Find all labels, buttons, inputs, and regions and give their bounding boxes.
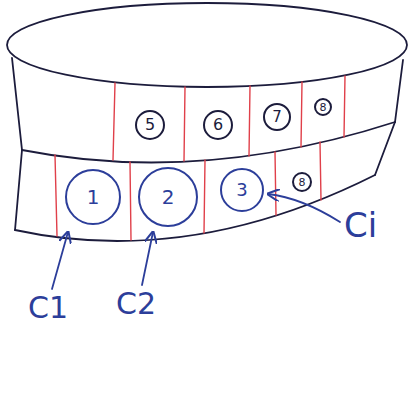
number-circle: 8 (314, 98, 332, 116)
band-side (375, 122, 395, 175)
leader-arrow (268, 194, 340, 222)
part-label: C2 (116, 289, 156, 319)
divider-line (55, 155, 57, 236)
number-circle: 6 (203, 110, 233, 140)
leader-arrow (52, 232, 68, 289)
divider-line (275, 152, 276, 215)
callout-number: 1 (87, 187, 100, 207)
number-circle: 1 (65, 169, 121, 225)
band-side (395, 60, 403, 122)
callout-number: 5 (145, 117, 155, 133)
band-side (12, 58, 22, 150)
top-ellipse (7, 3, 407, 87)
part-label: Ci (344, 208, 377, 242)
callout-number: 8 (299, 177, 306, 188)
divider-line (320, 142, 321, 200)
callout-number: 8 (320, 102, 327, 113)
part-label: C1 (28, 293, 68, 323)
callout-number: 7 (272, 110, 282, 125)
divider-line (249, 86, 250, 156)
divider-lines (55, 76, 345, 240)
divider-line (301, 82, 302, 147)
divider-line (184, 87, 185, 161)
callout-number: 3 (236, 181, 247, 199)
number-circle: 7 (263, 103, 291, 131)
divider-line (130, 162, 131, 240)
divider-line (204, 160, 205, 233)
leader-arrow (142, 232, 153, 285)
number-circle: 3 (220, 168, 264, 212)
callout-number: 6 (213, 117, 223, 133)
number-circle: 8 (292, 172, 312, 192)
divider-line (344, 76, 345, 137)
band-rim (22, 122, 395, 163)
band-side (15, 150, 22, 230)
number-circle: 2 (138, 167, 198, 227)
divider-line (113, 83, 115, 160)
callout-number: 2 (162, 187, 175, 207)
number-circle: 5 (135, 110, 165, 140)
